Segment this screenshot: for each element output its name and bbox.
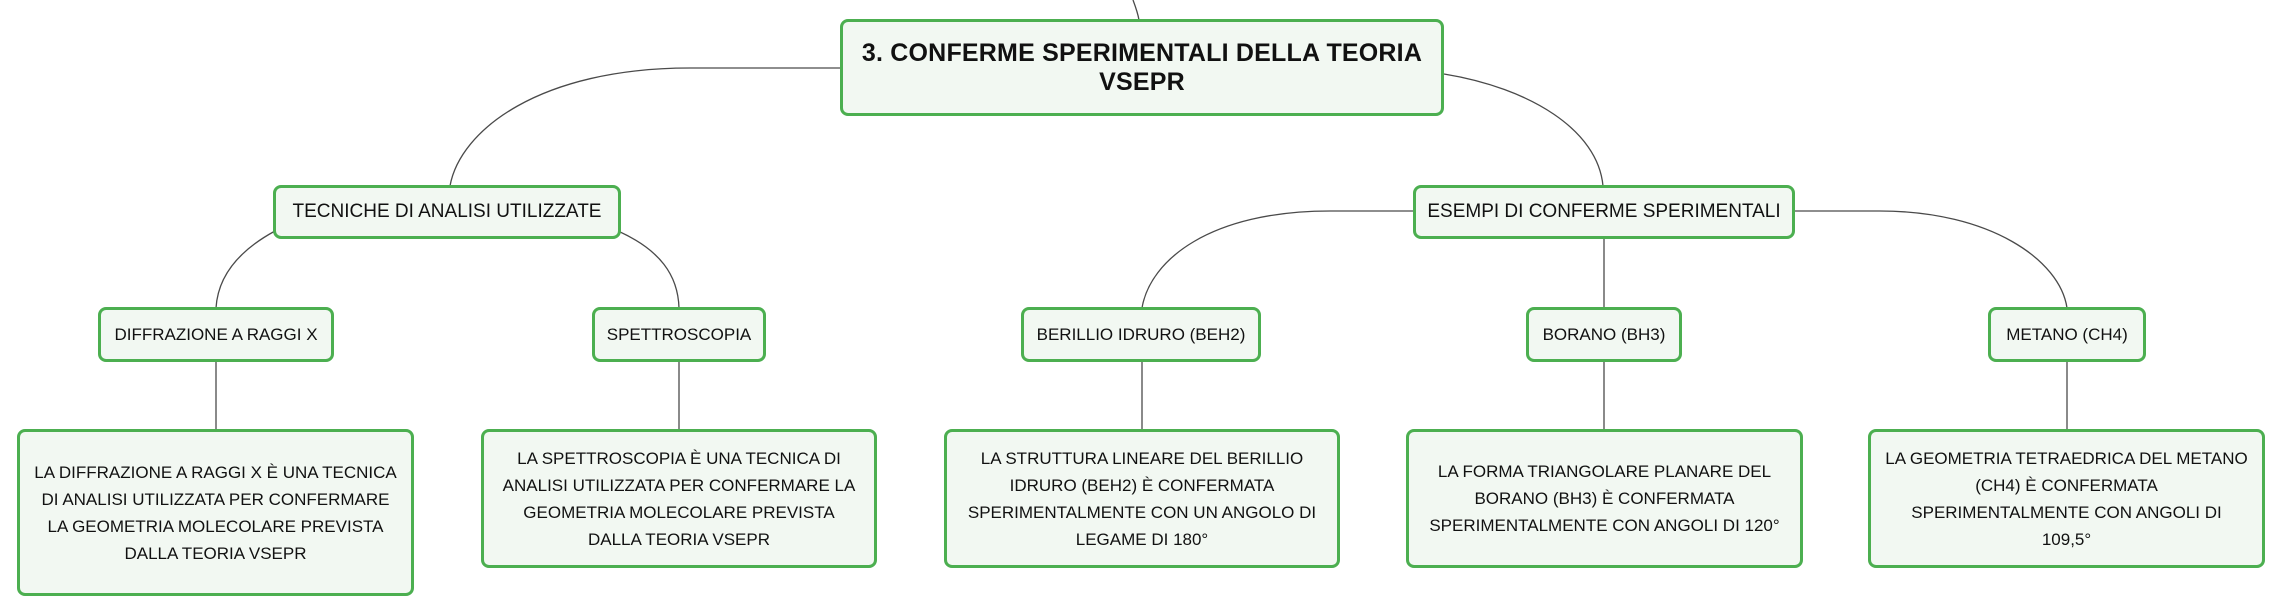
connector-esempi-to-berillio bbox=[1141, 210, 1413, 309]
branch-node-tecniche[interactable]: TECNICHE DI ANALISI UTILIZZATE bbox=[273, 185, 621, 239]
detail-node-diffrazione[interactable]: LA DIFFRAZIONE A RAGGI X È UNA TECNICA D… bbox=[17, 429, 414, 596]
topic-node-spettroscopia-label: SPETTROSCOPIA bbox=[606, 324, 752, 344]
topic-node-borano[interactable]: BORANO (BH3) bbox=[1526, 307, 1682, 362]
detail-node-diffrazione-text: LA DIFFRAZIONE A RAGGI X È UNA TECNICA D… bbox=[34, 462, 397, 563]
topic-node-berillio-label: BERILLIO IDRURO (BEH2) bbox=[1036, 324, 1246, 344]
detail-node-berillio-text: LA STRUTTURA LINEARE DEL BERILLIO IDRURO… bbox=[967, 448, 1317, 549]
detail-node-borano-text: LA FORMA TRIANGOLARE PLANARE DEL BORANO … bbox=[1429, 462, 1780, 535]
root-node-label: 3. CONFERME SPERIMENTALI DELLA TEORIA VS… bbox=[861, 38, 1423, 96]
detail-node-metano-text: LA GEOMETRIA TETRAEDRICA DEL METANO (CH4… bbox=[1885, 448, 2248, 549]
topic-node-diffrazione-label: DIFFRAZIONE A RAGGI X bbox=[114, 324, 318, 344]
detail-node-borano[interactable]: LA FORMA TRIANGOLARE PLANARE DEL BORANO … bbox=[1406, 429, 1803, 568]
topic-node-spettroscopia[interactable]: SPETTROSCOPIA bbox=[592, 307, 766, 362]
detail-node-berillio[interactable]: LA STRUTTURA LINEARE DEL BERILLIO IDRURO… bbox=[944, 429, 1340, 568]
detail-node-spettroscopia[interactable]: LA SPETTROSCOPIA È UNA TECNICA DI ANALIS… bbox=[481, 429, 877, 568]
topic-node-borano-label: BORANO (BH3) bbox=[1542, 324, 1666, 344]
branch-node-esempi[interactable]: ESEMPI DI CONFERME SPERIMENTALI bbox=[1413, 185, 1795, 239]
connector-tecniche-to-spettroscopia bbox=[617, 230, 680, 309]
connector-root-to-esempi bbox=[1443, 73, 1604, 187]
topic-node-berillio[interactable]: BERILLIO IDRURO (BEH2) bbox=[1021, 307, 1261, 362]
branch-node-tecniche-label: TECNICHE DI ANALISI UTILIZZATE bbox=[292, 201, 602, 222]
topic-node-metano[interactable]: METANO (CH4) bbox=[1988, 307, 2146, 362]
connector-tecniche-to-diffrazione bbox=[215, 230, 276, 309]
detail-node-metano[interactable]: LA GEOMETRIA TETRAEDRICA DEL METANO (CH4… bbox=[1868, 429, 2265, 568]
connector-root-to-tecniche bbox=[449, 67, 842, 187]
connector-esempi-to-metano bbox=[1793, 210, 2068, 309]
topic-node-diffrazione[interactable]: DIFFRAZIONE A RAGGI X bbox=[98, 307, 334, 362]
topic-node-metano-label: METANO (CH4) bbox=[2006, 324, 2128, 344]
detail-node-spettroscopia-text: LA SPETTROSCOPIA È UNA TECNICA DI ANALIS… bbox=[502, 448, 856, 549]
root-node[interactable]: 3. CONFERME SPERIMENTALI DELLA TEORIA VS… bbox=[840, 19, 1444, 116]
connector-parent-to-root bbox=[1132, 0, 1140, 21]
branch-node-esempi-label: ESEMPI DI CONFERME SPERIMENTALI bbox=[1427, 201, 1781, 222]
